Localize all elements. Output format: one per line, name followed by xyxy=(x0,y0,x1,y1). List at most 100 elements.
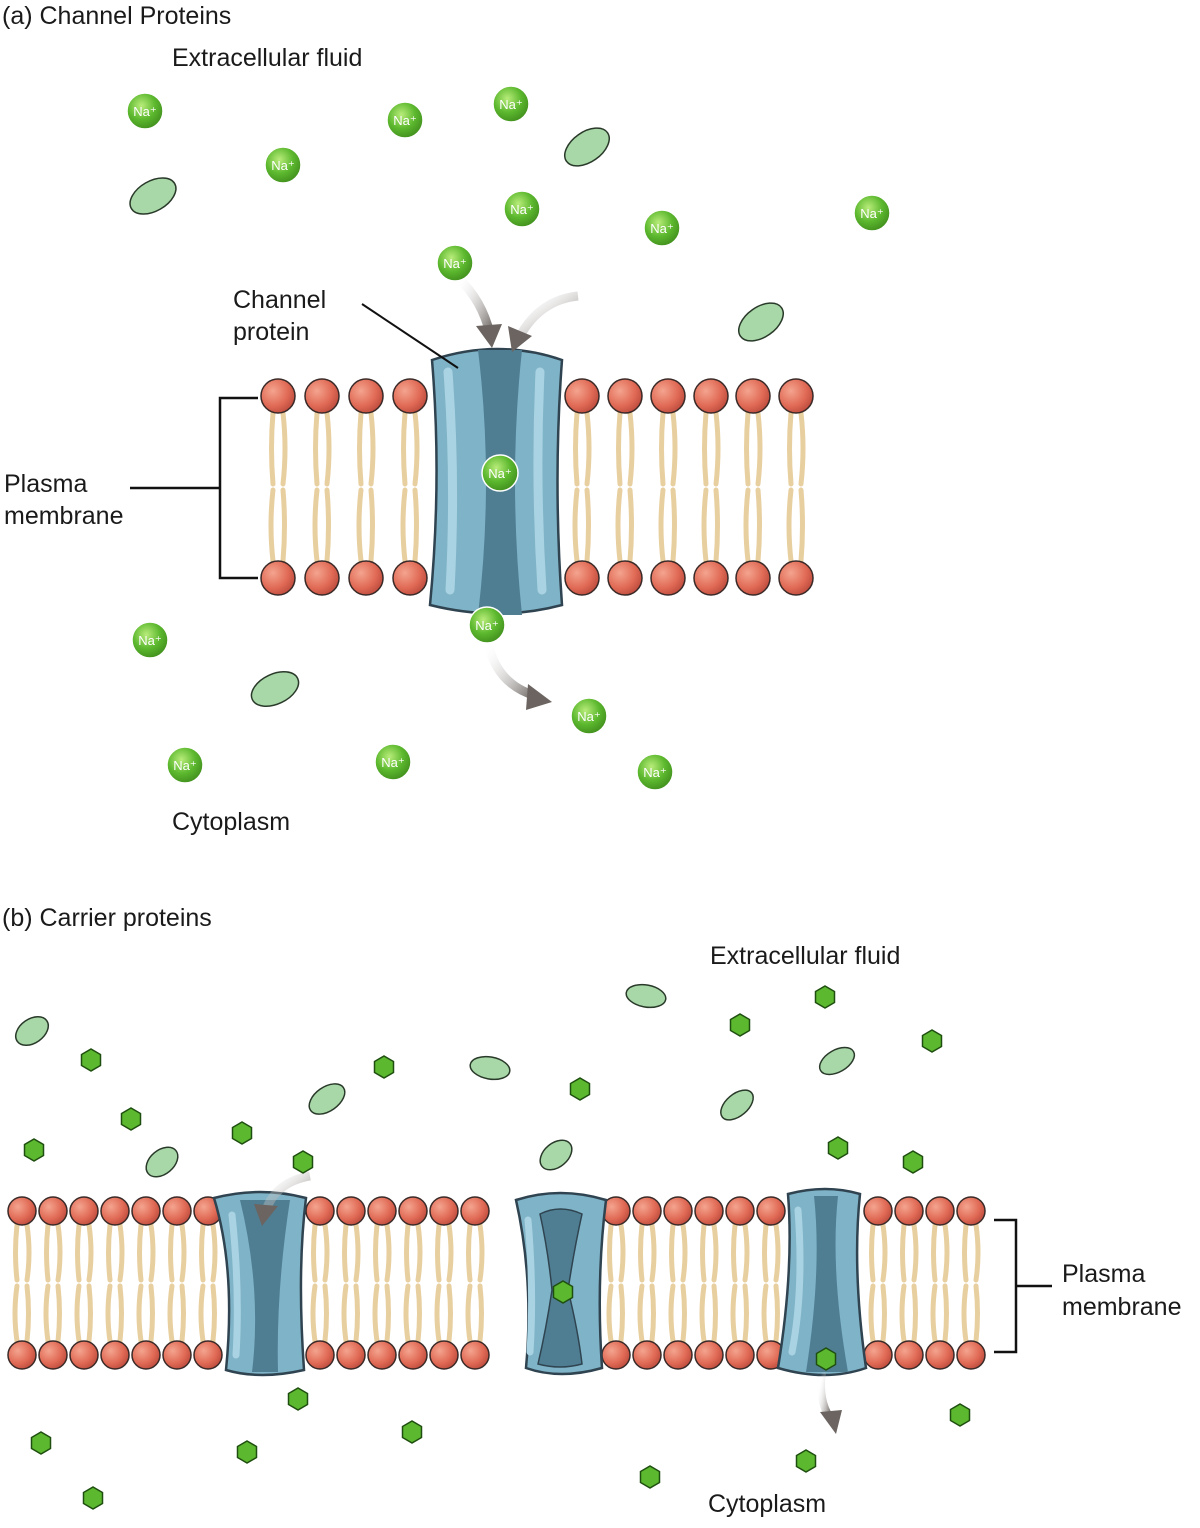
hexagon-solute-icon xyxy=(902,1150,924,1174)
hexagon-solute-icon xyxy=(795,1449,817,1473)
sodium-ion-icon: Na⁺ xyxy=(468,606,506,644)
sodium-ion-icon: Na⁺ xyxy=(436,244,474,282)
oval-molecule-icon xyxy=(564,127,610,167)
phospholipid-icon xyxy=(162,1196,192,1370)
arrow-icon xyxy=(483,641,552,710)
carrier-protein-open-outside xyxy=(212,1190,308,1377)
oval-molecule-icon xyxy=(469,1055,511,1081)
sodium-ion-icon: Na⁺ xyxy=(503,190,541,228)
sodium-ion-icon: Na⁺ xyxy=(643,209,681,247)
oval-molecule-icon xyxy=(539,1139,573,1171)
oval-molecule-icon xyxy=(14,1015,50,1047)
hexagon-solute-icon xyxy=(80,1048,102,1072)
phospholipid-icon xyxy=(601,1196,631,1370)
phospholipid-icon xyxy=(632,1196,662,1370)
hexagon-solute-icon xyxy=(827,1136,849,1160)
phospholipid-icon xyxy=(193,1196,223,1370)
sodium-ions: Na⁺ Na⁺ Na⁺ Na⁺ Na⁺ Na⁺ Na⁺ Na⁺ Na⁺ Na⁺ Na⁺ Na⁺ Na⁺ N… xyxy=(126,85,891,791)
phospholipid-icon xyxy=(693,378,729,596)
hexagon-solute-icon xyxy=(120,1107,142,1131)
panel-a-title: (a) Channel Proteins xyxy=(2,2,231,30)
phospholipid-icon xyxy=(725,1196,755,1370)
hexagon-solute-icon xyxy=(236,1440,258,1464)
hexagon-solute-icon xyxy=(815,1347,837,1371)
phospholipid-icon xyxy=(650,378,686,596)
phospholipid-icon xyxy=(100,1196,130,1370)
sodium-ion-label: Na⁺ xyxy=(650,221,673,236)
sodium-ion-icon: Na⁺ xyxy=(374,743,412,781)
carrier-protein-open-inside xyxy=(776,1187,868,1377)
channel-protein-label-line2: protein xyxy=(233,318,309,346)
oval-molecule-icon xyxy=(625,983,667,1009)
channel-protein-label-line1: Channel xyxy=(233,286,326,314)
phospholipid-icon xyxy=(305,1196,335,1370)
sodium-ion-icon: Na⁺ xyxy=(166,746,204,784)
sodium-ion-label: Na⁺ xyxy=(173,758,196,773)
sodium-ion-label: Na⁺ xyxy=(443,256,466,271)
sodium-ion-label: Na⁺ xyxy=(643,765,666,780)
membrane-label-a-line1: Plasma xyxy=(4,470,87,498)
hexagon-solute-icon xyxy=(30,1431,52,1455)
phospholipid-icon xyxy=(7,1196,37,1370)
phospholipid-icon xyxy=(367,1196,397,1370)
phospholipid-icon xyxy=(460,1196,490,1370)
phospholipid-icon xyxy=(131,1196,161,1370)
arrow-icon xyxy=(508,291,579,352)
sodium-ion-label: Na⁺ xyxy=(488,466,511,481)
sodium-ion-label: Na⁺ xyxy=(475,618,498,633)
arrow-icon xyxy=(817,1371,842,1434)
channel-protein-leader xyxy=(361,303,459,369)
oval-molecule-icon xyxy=(308,1083,346,1115)
phospholipid-icon xyxy=(564,378,600,596)
phospholipid-icon xyxy=(348,378,384,596)
oval-molecules xyxy=(14,127,856,1178)
arrow-icon xyxy=(454,274,502,348)
hexagon-solute-icon xyxy=(231,1121,253,1145)
oval-molecule-icon xyxy=(738,302,784,342)
sodium-ion-icon: Na⁺ xyxy=(126,92,164,130)
sodium-ion-label: Na⁺ xyxy=(381,755,404,770)
sodium-ion-label: Na⁺ xyxy=(510,202,533,217)
extracellular-label-b: Extracellular fluid xyxy=(710,942,900,970)
hexagon-solute-icon xyxy=(569,1077,591,1101)
phospholipid-icon xyxy=(956,1196,986,1370)
sodium-ion-icon: Na⁺ xyxy=(481,454,519,492)
sodium-ion-icon: Na⁺ xyxy=(131,621,169,659)
phospholipid-icon xyxy=(260,378,296,596)
phospholipid-icon xyxy=(735,378,771,596)
membrane-bracket-b xyxy=(994,1218,1018,1354)
hexagon-solute-icon xyxy=(82,1486,104,1510)
phospholipid-icon xyxy=(69,1196,99,1370)
panel-b-title: (b) Carrier proteins xyxy=(2,904,212,932)
cytoplasm-label-a: Cytoplasm xyxy=(172,808,290,836)
sodium-ion-label: Na⁺ xyxy=(133,104,156,119)
membrane-bracket-a xyxy=(218,396,258,580)
phospholipid-icon xyxy=(663,1196,693,1370)
sodium-ion-label: Na⁺ xyxy=(860,206,883,221)
sodium-ion-icon: Na⁺ xyxy=(636,753,674,791)
sodium-ion-icon: Na⁺ xyxy=(386,101,424,139)
phospholipid-icon xyxy=(38,1196,68,1370)
sodium-ion-label: Na⁺ xyxy=(271,158,294,173)
hexagon-solute-icon xyxy=(287,1387,309,1411)
oval-molecule-icon xyxy=(818,1046,856,1076)
phospholipid-icon xyxy=(429,1196,459,1370)
arrow-icon xyxy=(254,1171,311,1226)
hexagon-solute-icon xyxy=(401,1420,423,1444)
phospholipid-icon xyxy=(398,1196,428,1370)
hexagon-solute-icon xyxy=(921,1029,943,1053)
sodium-ion-icon: Na⁺ xyxy=(264,146,302,184)
sodium-ion-label: Na⁺ xyxy=(577,709,600,724)
phospholipid-icon xyxy=(894,1196,924,1370)
membrane-label-a-line2: membrane xyxy=(4,502,124,530)
oval-molecule-icon xyxy=(129,177,177,215)
plasma-membrane-b xyxy=(7,1196,986,1370)
hexagon-solute-icon xyxy=(814,985,836,1009)
phospholipid-icon xyxy=(304,378,340,596)
hexagon-solute-icon xyxy=(639,1465,661,1489)
phospholipid-icon xyxy=(694,1196,724,1370)
oval-molecule-icon xyxy=(250,671,300,707)
hexagon-solutes xyxy=(23,985,971,1510)
